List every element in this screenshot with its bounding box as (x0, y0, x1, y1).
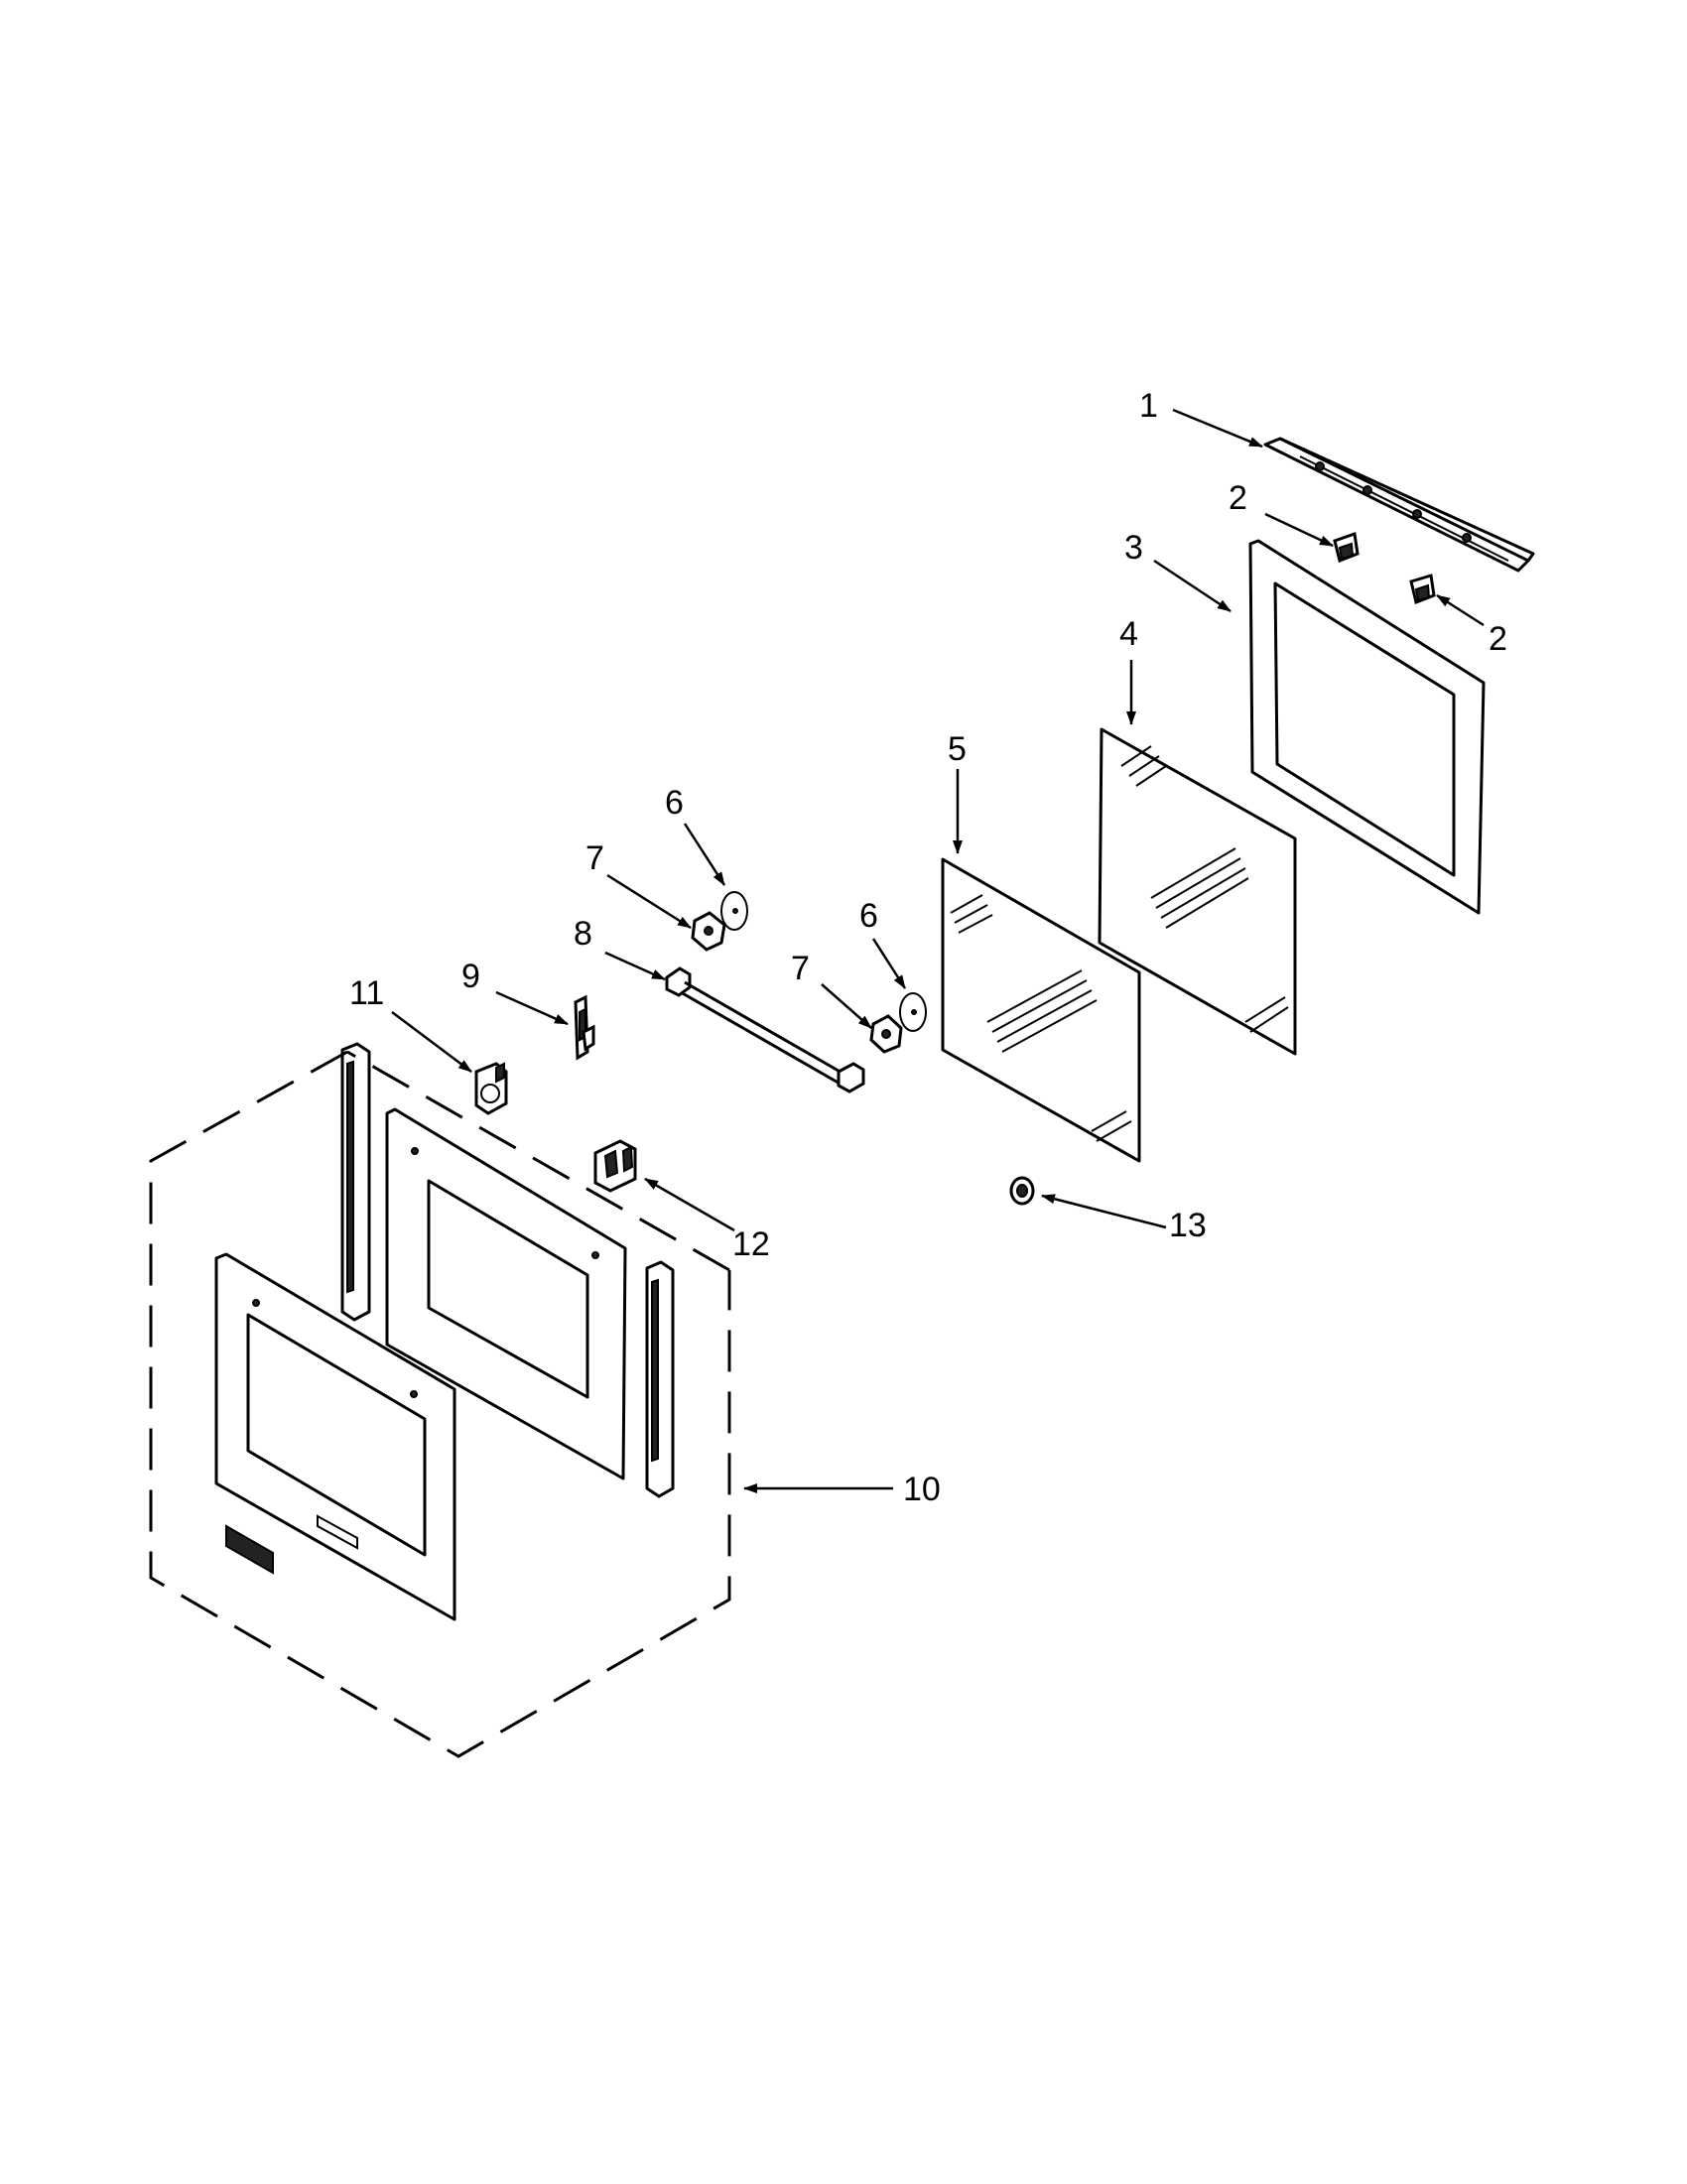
callout-10: 10 (903, 1471, 941, 1508)
leader-7a (606, 873, 692, 930)
part-10-door-assembly (149, 1042, 731, 1758)
part-11-hinge (474, 1062, 508, 1115)
part-4-glass-panel (1098, 727, 1297, 1056)
callout-13: 13 (1169, 1207, 1207, 1244)
part-1-vent-trim (1263, 437, 1535, 573)
part-6-washer-upper (720, 891, 748, 931)
callout-7a: 7 (585, 839, 604, 877)
leader-9 (495, 990, 569, 1026)
callout-7b: 7 (791, 950, 810, 987)
part-9-door-latch (574, 994, 595, 1061)
part-3-inner-door-frame (1248, 539, 1486, 915)
callout-6b: 6 (859, 897, 878, 935)
callout-1: 1 (1139, 387, 1158, 425)
callout-2a: 2 (1229, 479, 1247, 517)
callout-8: 8 (574, 915, 592, 953)
leader-2b (1436, 593, 1485, 627)
leader-6a (683, 823, 726, 886)
leader-2a (1264, 512, 1334, 548)
part-7-handle-mount-lower (869, 1014, 903, 1054)
leader-lines (391, 408, 1485, 1493)
callout-numbers: 1 2 2 3 4 5 6 6 7 7 8 9 10 11 12 13 (349, 387, 1507, 1508)
leader-12 (644, 1177, 735, 1232)
leader-3 (1153, 559, 1232, 613)
callout-12: 12 (732, 1225, 770, 1263)
callout-5: 5 (948, 730, 967, 768)
leader-6b (871, 938, 907, 989)
part-12-hinge (593, 1139, 637, 1193)
callout-3: 3 (1124, 529, 1143, 567)
part-5-glass-panel (941, 857, 1141, 1163)
callout-9: 9 (461, 958, 480, 995)
leader-11 (391, 1011, 472, 1073)
leader-13 (1041, 1194, 1167, 1229)
callout-2b: 2 (1489, 620, 1507, 658)
part-2-hinge-receiver-left (1333, 531, 1360, 564)
callout-6a: 6 (665, 784, 684, 822)
leader-7b (821, 983, 872, 1029)
callout-11: 11 (349, 974, 384, 1012)
leader-1 (1172, 408, 1263, 449)
part-8-door-handle (665, 966, 865, 1093)
callout-4: 4 (1119, 615, 1138, 653)
part-6-washer-lower (899, 992, 927, 1032)
part-7-handle-mount-upper (691, 911, 726, 952)
part-13-bumper (1009, 1176, 1035, 1206)
part-2-hinge-receiver-right (1409, 574, 1436, 605)
leader-8 (604, 951, 666, 981)
